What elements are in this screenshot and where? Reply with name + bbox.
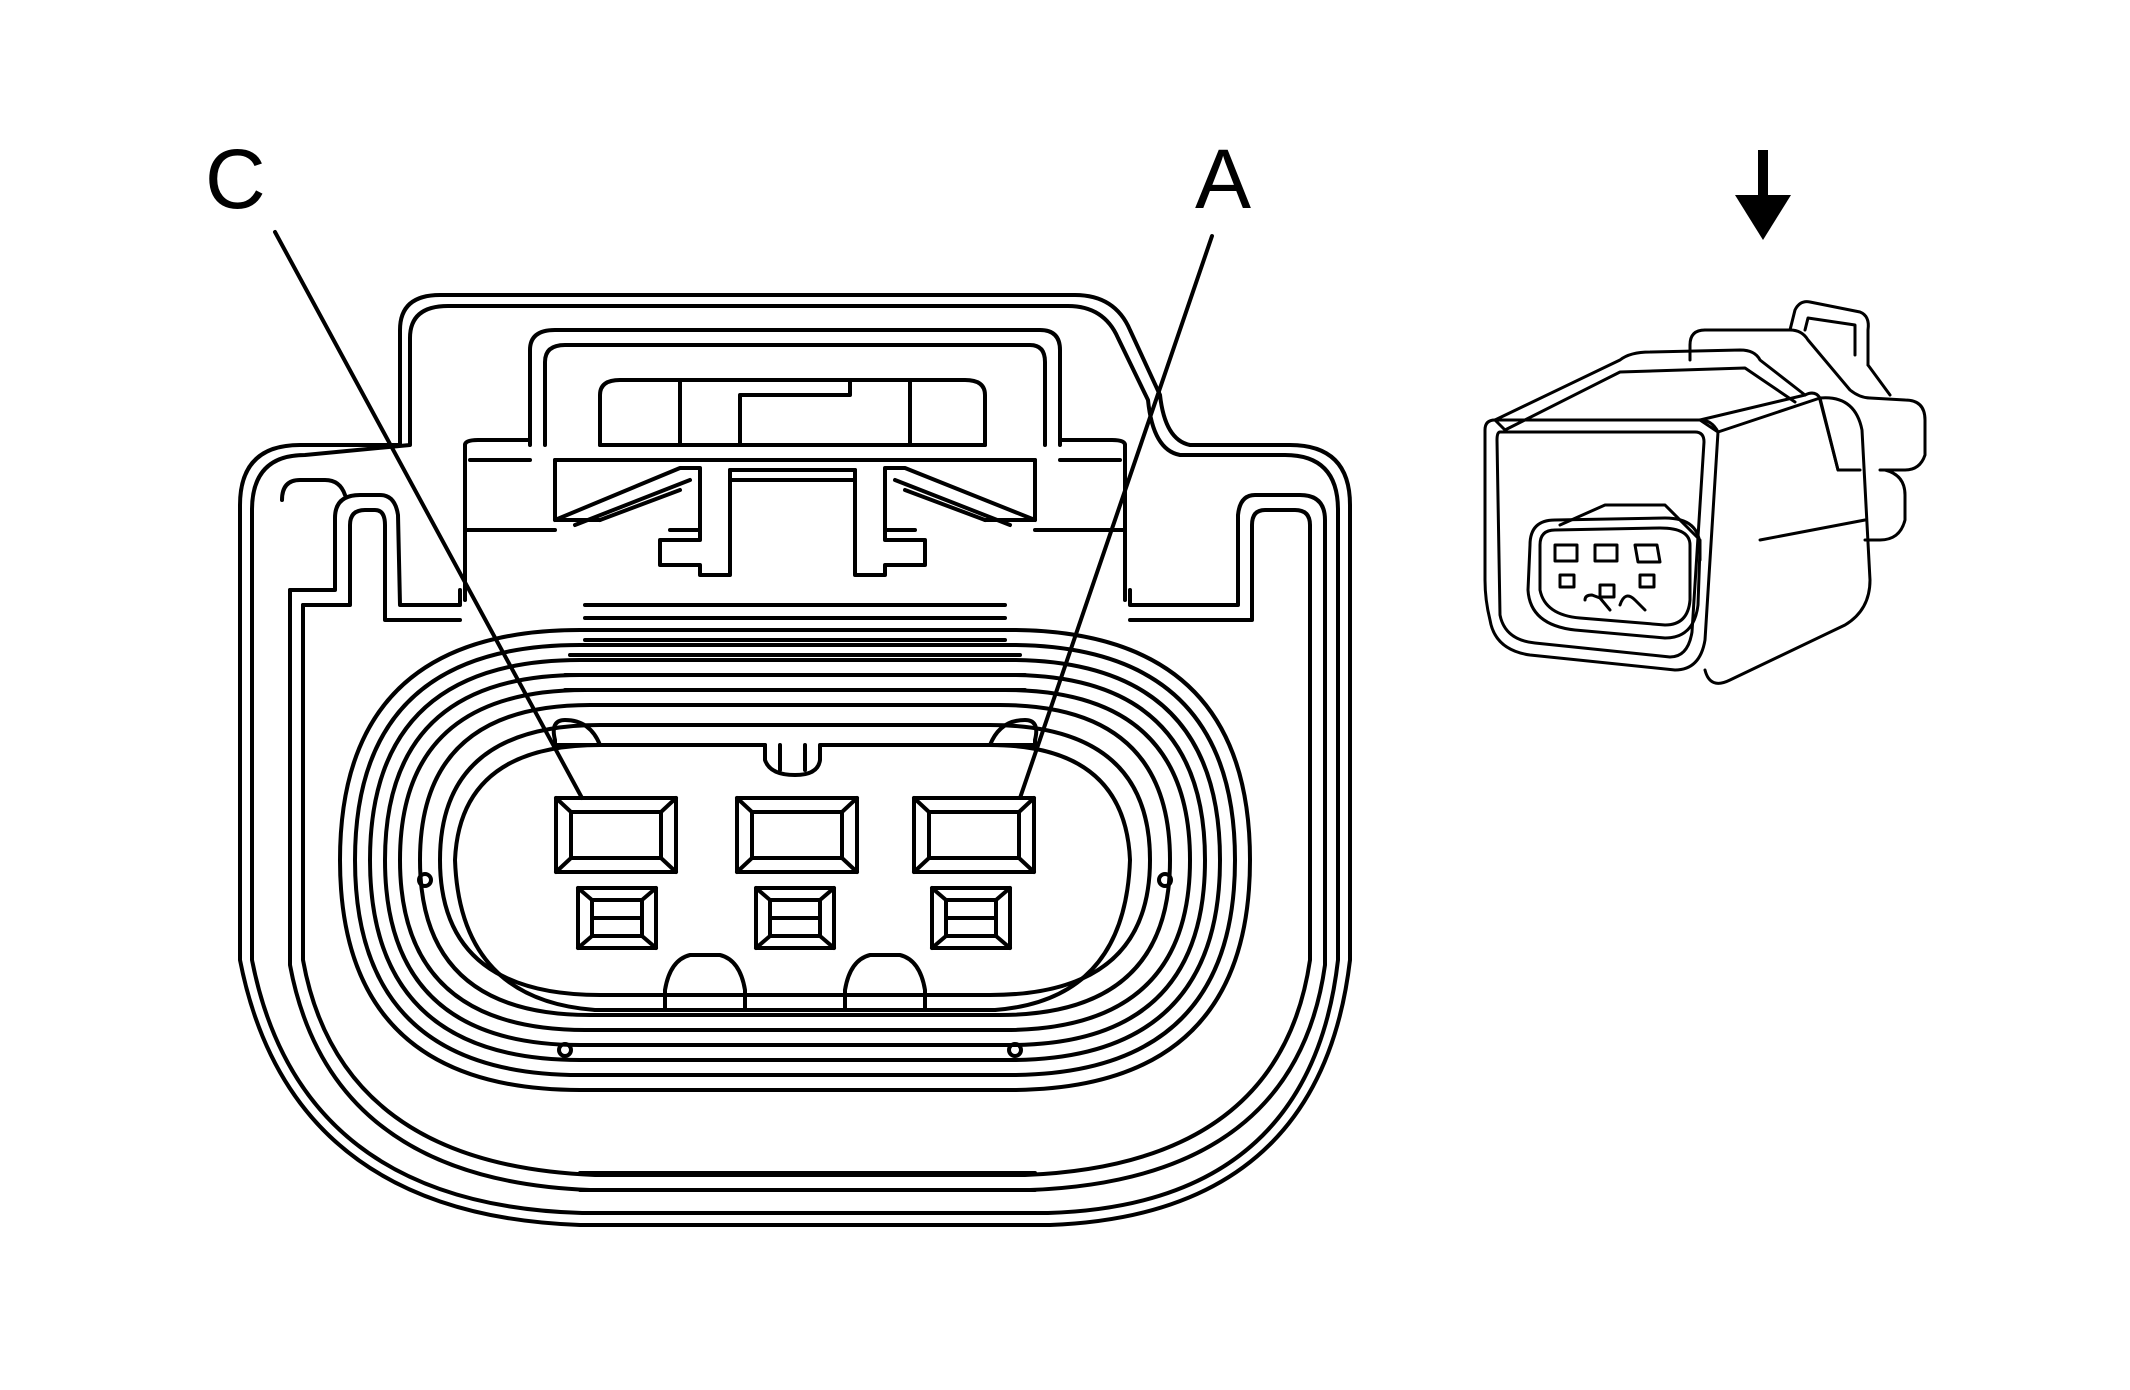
terminal-cavity [419,720,1171,1056]
connector-housing-outline [240,295,1350,1225]
housing-inner-walls [290,495,1325,1190]
pin-label-c: C [205,132,266,226]
leader-line-c [275,232,582,798]
terminal-a [914,798,1034,948]
terminal-pins [556,798,1034,948]
terminal-b [737,798,857,948]
latch-teeth [465,468,1125,575]
pin-label-a: A [1195,132,1252,226]
terminal-c [556,798,676,948]
housing-ribs [565,605,1025,690]
polarization-keys [595,955,995,1010]
down-arrow-icon [1735,150,1791,240]
leader-line-a [1020,236,1212,798]
leader-lines [275,232,1212,798]
connector-iso-view [1485,150,1925,683]
connector-latch [465,330,1125,600]
